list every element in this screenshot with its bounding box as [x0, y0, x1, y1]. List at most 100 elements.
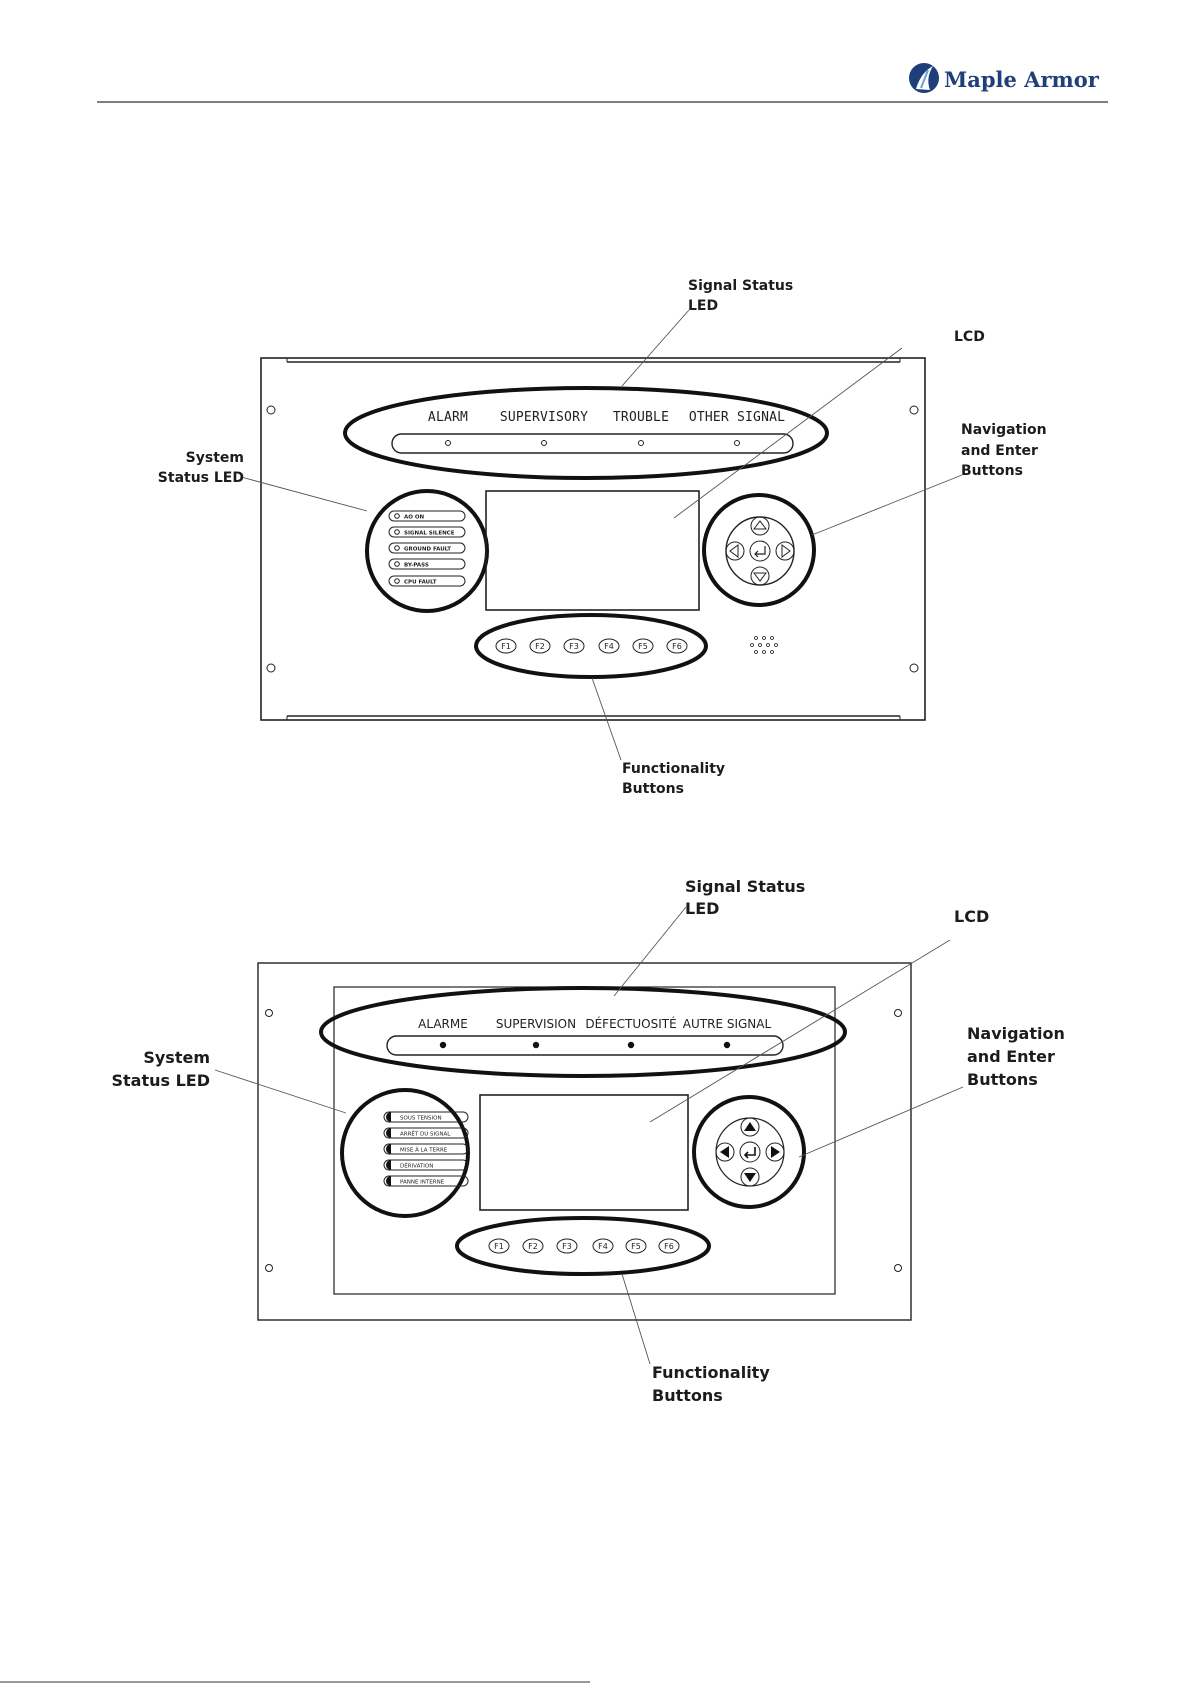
- svg-text:F5: F5: [638, 642, 648, 651]
- brand-name: Maple Armor: [944, 67, 1100, 92]
- function-keys-highlight: [455, 1216, 711, 1276]
- signal-label-supervision: SUPERVISION: [496, 1017, 576, 1031]
- system-led-row: BY-PASS: [388, 558, 466, 570]
- navigation-highlight: [692, 1095, 806, 1209]
- navigation-highlight: [702, 493, 816, 607]
- arrow-right-icon: [781, 544, 791, 558]
- panel-bezel: [333, 986, 836, 1295]
- mounting-hole: [265, 1264, 273, 1272]
- signal-led-supervisory: [541, 440, 547, 446]
- enter-button[interactable]: [739, 1141, 761, 1163]
- function-keys-highlight: [474, 613, 708, 679]
- signal-label-autre-signal: AUTRE SIGNAL: [683, 1017, 772, 1031]
- system-led-label: SOUS TENSION: [400, 1116, 442, 1122]
- mounting-hole: [909, 405, 919, 415]
- nav-up-button[interactable]: [750, 516, 770, 536]
- signal-label-defectuosite: DÉFECTUOSITÉ: [585, 1016, 676, 1031]
- function-key-f6[interactable]: F6: [666, 638, 688, 654]
- nav-down-button[interactable]: [750, 566, 770, 586]
- function-key-f1[interactable]: F1: [495, 638, 517, 654]
- mounting-hole: [894, 1009, 902, 1017]
- svg-text:F2: F2: [535, 642, 545, 651]
- callout-lcd: LCD: [954, 329, 985, 345]
- nav-right-button[interactable]: [765, 1142, 785, 1162]
- lcd-screen: [479, 1094, 689, 1211]
- panel-frame: [260, 357, 926, 721]
- signal-led-strip: [391, 433, 794, 454]
- callout-system-line2: Status LED: [158, 470, 244, 486]
- system-led-row: GROUND FAULT: [388, 542, 466, 554]
- system-led-row: PANNE INTERNE: [383, 1175, 469, 1187]
- svg-text:F2: F2: [528, 1242, 538, 1251]
- svg-text:F1: F1: [494, 1242, 504, 1251]
- signal-status-highlight: [343, 386, 829, 480]
- callout-function-line2: Buttons: [622, 781, 684, 797]
- system-led-label: AO ON: [404, 515, 425, 521]
- nav-left-button[interactable]: [725, 541, 745, 561]
- system-led-row: MISE À LA TERRE: [383, 1143, 469, 1155]
- nav-right-button[interactable]: [775, 541, 795, 561]
- signal-label-trouble: TROUBLE: [613, 410, 669, 425]
- navigation-pad: [725, 516, 795, 586]
- nav-left-button[interactable]: [715, 1142, 735, 1162]
- nav-down-button[interactable]: [740, 1167, 760, 1187]
- arrow-up-icon: [753, 520, 767, 530]
- function-key-f2[interactable]: F2: [529, 638, 551, 654]
- signal-led-alarme: [439, 1041, 447, 1049]
- system-led-label: MISE À LA TERRE: [400, 1147, 448, 1154]
- system-status-highlight: [340, 1088, 470, 1218]
- function-key-f4[interactable]: F4: [592, 1238, 614, 1254]
- mounting-hole: [894, 1264, 902, 1272]
- enter-arrow-icon: [743, 1147, 756, 1159]
- system-led-label: GROUND FAULT: [404, 547, 451, 553]
- function-key-f4[interactable]: F4: [598, 638, 620, 654]
- signal-status-highlight: [319, 986, 847, 1078]
- system-led-row: SIGNAL SILENCE: [388, 526, 466, 538]
- function-key-f3[interactable]: F3: [556, 1238, 578, 1254]
- signal-led-autre-signal: [723, 1041, 731, 1049]
- function-key-f5[interactable]: F5: [625, 1238, 647, 1254]
- function-key-f6[interactable]: F6: [658, 1238, 680, 1254]
- callout-system-line2: Status LED: [111, 1071, 210, 1090]
- leader-lines: [240, 309, 963, 761]
- enter-arrow-icon: [754, 546, 766, 558]
- callout-function-line2: Buttons: [652, 1386, 723, 1405]
- diagram-english-panel: ALARM SUPERVISORY TROUBLE OTHER SIGNAL A…: [158, 278, 1047, 797]
- callout-function-line1: Functionality: [652, 1363, 770, 1382]
- function-key-f5[interactable]: F5: [632, 638, 654, 654]
- leader-lines: [214, 906, 964, 1365]
- mounting-hole: [909, 663, 919, 673]
- svg-text:F3: F3: [569, 642, 579, 651]
- system-status-highlight: [365, 489, 489, 613]
- signal-label-alarme: ALARME: [418, 1017, 468, 1031]
- callout-nav-line3: Buttons: [961, 463, 1023, 479]
- callout-system-line1: System: [143, 1048, 210, 1067]
- system-led-row: CPU FAULT: [388, 575, 466, 587]
- arrow-left-icon: [729, 544, 739, 558]
- header: Maple Armor: [97, 63, 1108, 103]
- arrow-down-icon: [753, 572, 767, 582]
- maple-armor-logo-icon: [909, 63, 939, 93]
- signal-led-trouble: [638, 440, 644, 446]
- mounting-hole: [266, 405, 276, 415]
- nav-up-button[interactable]: [740, 1117, 760, 1137]
- function-key-f3[interactable]: F3: [563, 638, 585, 654]
- signal-label-supervisory: SUPERVISORY: [500, 410, 588, 425]
- arrow-down-icon: [744, 1173, 756, 1182]
- callout-nav-line3: Buttons: [967, 1070, 1038, 1089]
- system-led-label: SIGNAL SILENCE: [404, 531, 455, 537]
- callout-signal-status-line1: Signal Status: [685, 877, 805, 896]
- mounting-hole: [266, 663, 276, 673]
- function-key-f1[interactable]: F1: [488, 1238, 510, 1254]
- signal-led-other-signal: [734, 440, 740, 446]
- enter-button[interactable]: [749, 540, 771, 562]
- system-led-label: DÉRIVATION: [400, 1162, 433, 1170]
- arrow-left-icon: [720, 1146, 729, 1158]
- callout-nav-line2: and Enter: [961, 443, 1038, 459]
- diagram-french-panel: ALARME SUPERVISION DÉFECTUOSITÉ AUTRE SI…: [111, 877, 1064, 1405]
- function-key-f2[interactable]: F2: [522, 1238, 544, 1254]
- svg-text:F4: F4: [604, 642, 614, 651]
- system-led-label: ARRÊT DU SIGNAL: [400, 1130, 451, 1138]
- callout-signal-status-line1: Signal Status: [688, 278, 793, 294]
